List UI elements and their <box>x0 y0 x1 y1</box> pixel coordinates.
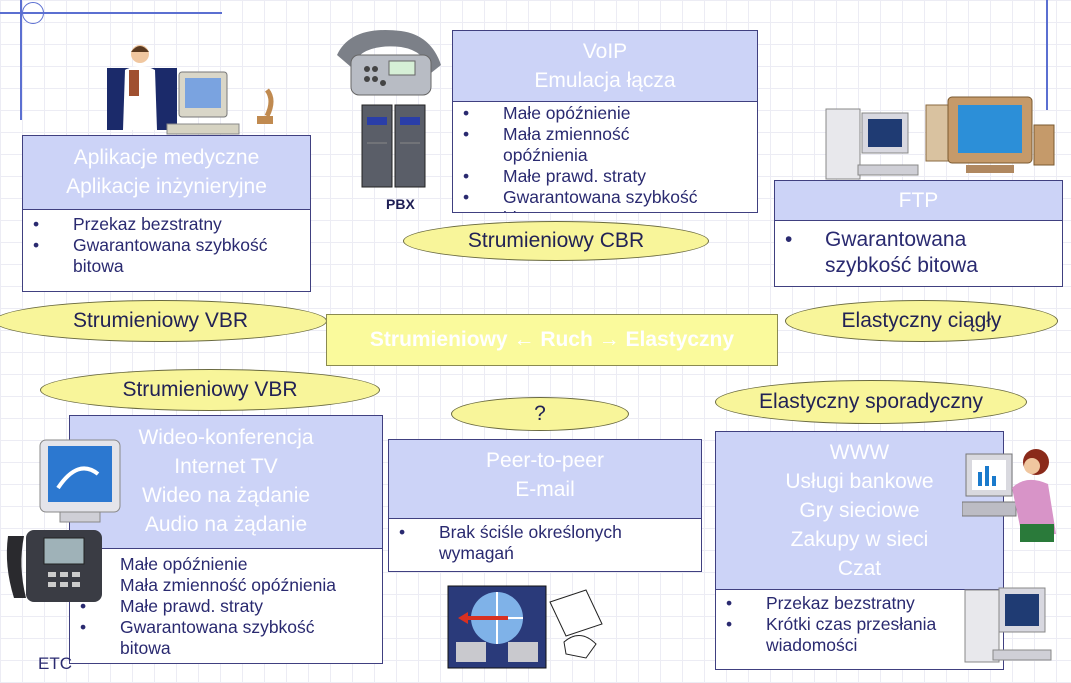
list-item: bitowa <box>120 638 171 658</box>
head-line: Audio na żądanie <box>144 513 308 536</box>
ftp-list: Gwarantowana szybkość bitowa <box>775 221 1062 279</box>
list-item: Małe opóźnienie <box>120 554 248 574</box>
www-box: WWW Usługi bankowe Gry sieciowe Zakupy w… <box>715 431 1004 670</box>
head-line: Gry sieciowe <box>799 499 920 522</box>
axis-streaming-label: Strumieniowy <box>369 328 508 351</box>
arrow-left-icon: ← <box>513 328 535 351</box>
ftp-box: FTP Gwarantowana szybkość bitowa <box>774 180 1063 287</box>
list-item: Brak ściśle określonych <box>389 522 701 543</box>
p2p-list: Brak ściśle określonych wymagań <box>389 519 701 564</box>
list-item: Małe prawd. straty <box>70 596 382 617</box>
list-item: Przekaz bezstratny <box>23 214 310 235</box>
p2p-box: Peer-to-peer E-mail Brak ściśle określon… <box>388 439 702 572</box>
head-line: Wideo-konferencja <box>138 426 314 449</box>
list-item: Mała zmienność <box>453 124 757 145</box>
deco-right-line <box>1046 0 1048 110</box>
head-line: Aplikacje inżynieryjne <box>66 175 267 198</box>
p2p-head: Peer-to-peer E-mail <box>389 440 701 519</box>
list-item: bitowa <box>453 208 757 212</box>
arrow-right-icon: → <box>598 328 620 351</box>
list-item: Mała zmienność opóźnienia <box>120 575 336 595</box>
video-apps-box: Wideo-konferencja Internet TV Wideo na ż… <box>69 415 383 664</box>
traffic-axis-box: Strumieniowy ← Ruch → Elastyczny <box>326 314 778 366</box>
list-item: szybkość bitowa <box>825 254 978 277</box>
list-item: wiadomości <box>766 635 858 655</box>
head-line: VoIP <box>582 40 628 63</box>
list-item: Małe opóźnienie <box>453 103 757 124</box>
deco-horizontal-line <box>0 12 222 14</box>
oval-elastic-continuous: Elastyczny ciągły <box>785 300 1058 342</box>
head-line: FTP <box>898 189 939 212</box>
workstations-icon <box>825 96 1055 180</box>
list-item: Krótki czas przesłania <box>716 614 1003 635</box>
voip-head: VoIP Emulacja łącza <box>453 31 757 102</box>
head-line: Zakupy w sieci <box>790 528 929 551</box>
head-line: WWW <box>829 441 890 464</box>
list-item: bitowa <box>73 256 124 276</box>
list-item: Gwarantowana szybkość <box>453 187 757 208</box>
user-at-computer-icon <box>962 449 1056 542</box>
head-line: Internet TV <box>174 455 278 478</box>
videophone-tv-icon <box>39 439 121 523</box>
www-head: WWW Usługi bankowe Gry sieciowe Zakupy w… <box>716 432 1003 590</box>
deco-circle <box>22 2 44 24</box>
head-line: Peer-to-peer <box>486 449 604 472</box>
deco-vertical-line <box>20 0 22 120</box>
list-item: Gwarantowana szybkość <box>70 617 382 638</box>
desktop-pc-icon <box>964 587 1052 663</box>
video-apps-head: Wideo-konferencja Internet TV Wideo na ż… <box>70 416 382 549</box>
head-line: Usługi bankowe <box>785 470 934 493</box>
oval-unknown: ? <box>451 397 629 431</box>
list-item: Gwarantowana szybkość <box>23 235 310 256</box>
axis-elastic-label: Elastyczny <box>625 328 735 351</box>
pbx-server-icon <box>361 104 426 188</box>
network-transfer-icon <box>447 585 603 669</box>
axis-traffic-label: Ruch <box>540 328 593 351</box>
list-item: Małe prawd. straty <box>453 166 757 187</box>
head-line: E-mail <box>515 478 575 501</box>
desk-phone-icon <box>337 30 441 96</box>
medical-apps-list: Przekaz bezstratny Gwarantowana szybkość… <box>23 210 310 277</box>
oval-vbr-bottom: Strumieniowy VBR <box>40 369 380 411</box>
pbx-caption: PBX <box>386 196 415 212</box>
oval-elastic-sporadic: Elastyczny sporadyczny <box>715 380 1027 424</box>
head-line: Wideo na żądanie <box>141 484 311 507</box>
list-item: Przekaz bezstratny <box>716 593 1003 614</box>
list-item: opóźnienia <box>503 145 588 165</box>
list-item: wymagań <box>439 543 514 563</box>
medical-apps-head: Aplikacje medyczne Aplikacje inżynieryjn… <box>23 136 310 210</box>
oval-vbr-top: Strumieniowy VBR <box>0 300 327 342</box>
ip-phone-icon <box>6 530 102 602</box>
voip-box: VoIP Emulacja łącza Małe opóźnienie Mała… <box>452 30 758 213</box>
head-line: Emulacja łącza <box>534 69 676 92</box>
head-line: Czat <box>837 557 882 580</box>
doctor-computer-icon <box>107 45 274 135</box>
medical-apps-box: Aplikacje medyczne Aplikacje inżynieryjn… <box>22 135 311 292</box>
oval-cbr: Strumieniowy CBR <box>403 221 709 261</box>
head-line: Aplikacje medyczne <box>73 146 260 169</box>
ftp-head: FTP <box>775 181 1062 221</box>
list-item: Gwarantowana <box>775 227 1062 253</box>
www-list: Przekaz bezstratny Krótki czas przesłani… <box>716 590 1003 656</box>
voip-list: Małe opóźnienie Mała zmienność opóźnieni… <box>453 102 757 212</box>
footer-label: ETC <box>38 654 72 673</box>
video-apps-list: Małe opóźnienie Mała zmienność opóźnieni… <box>70 549 382 659</box>
